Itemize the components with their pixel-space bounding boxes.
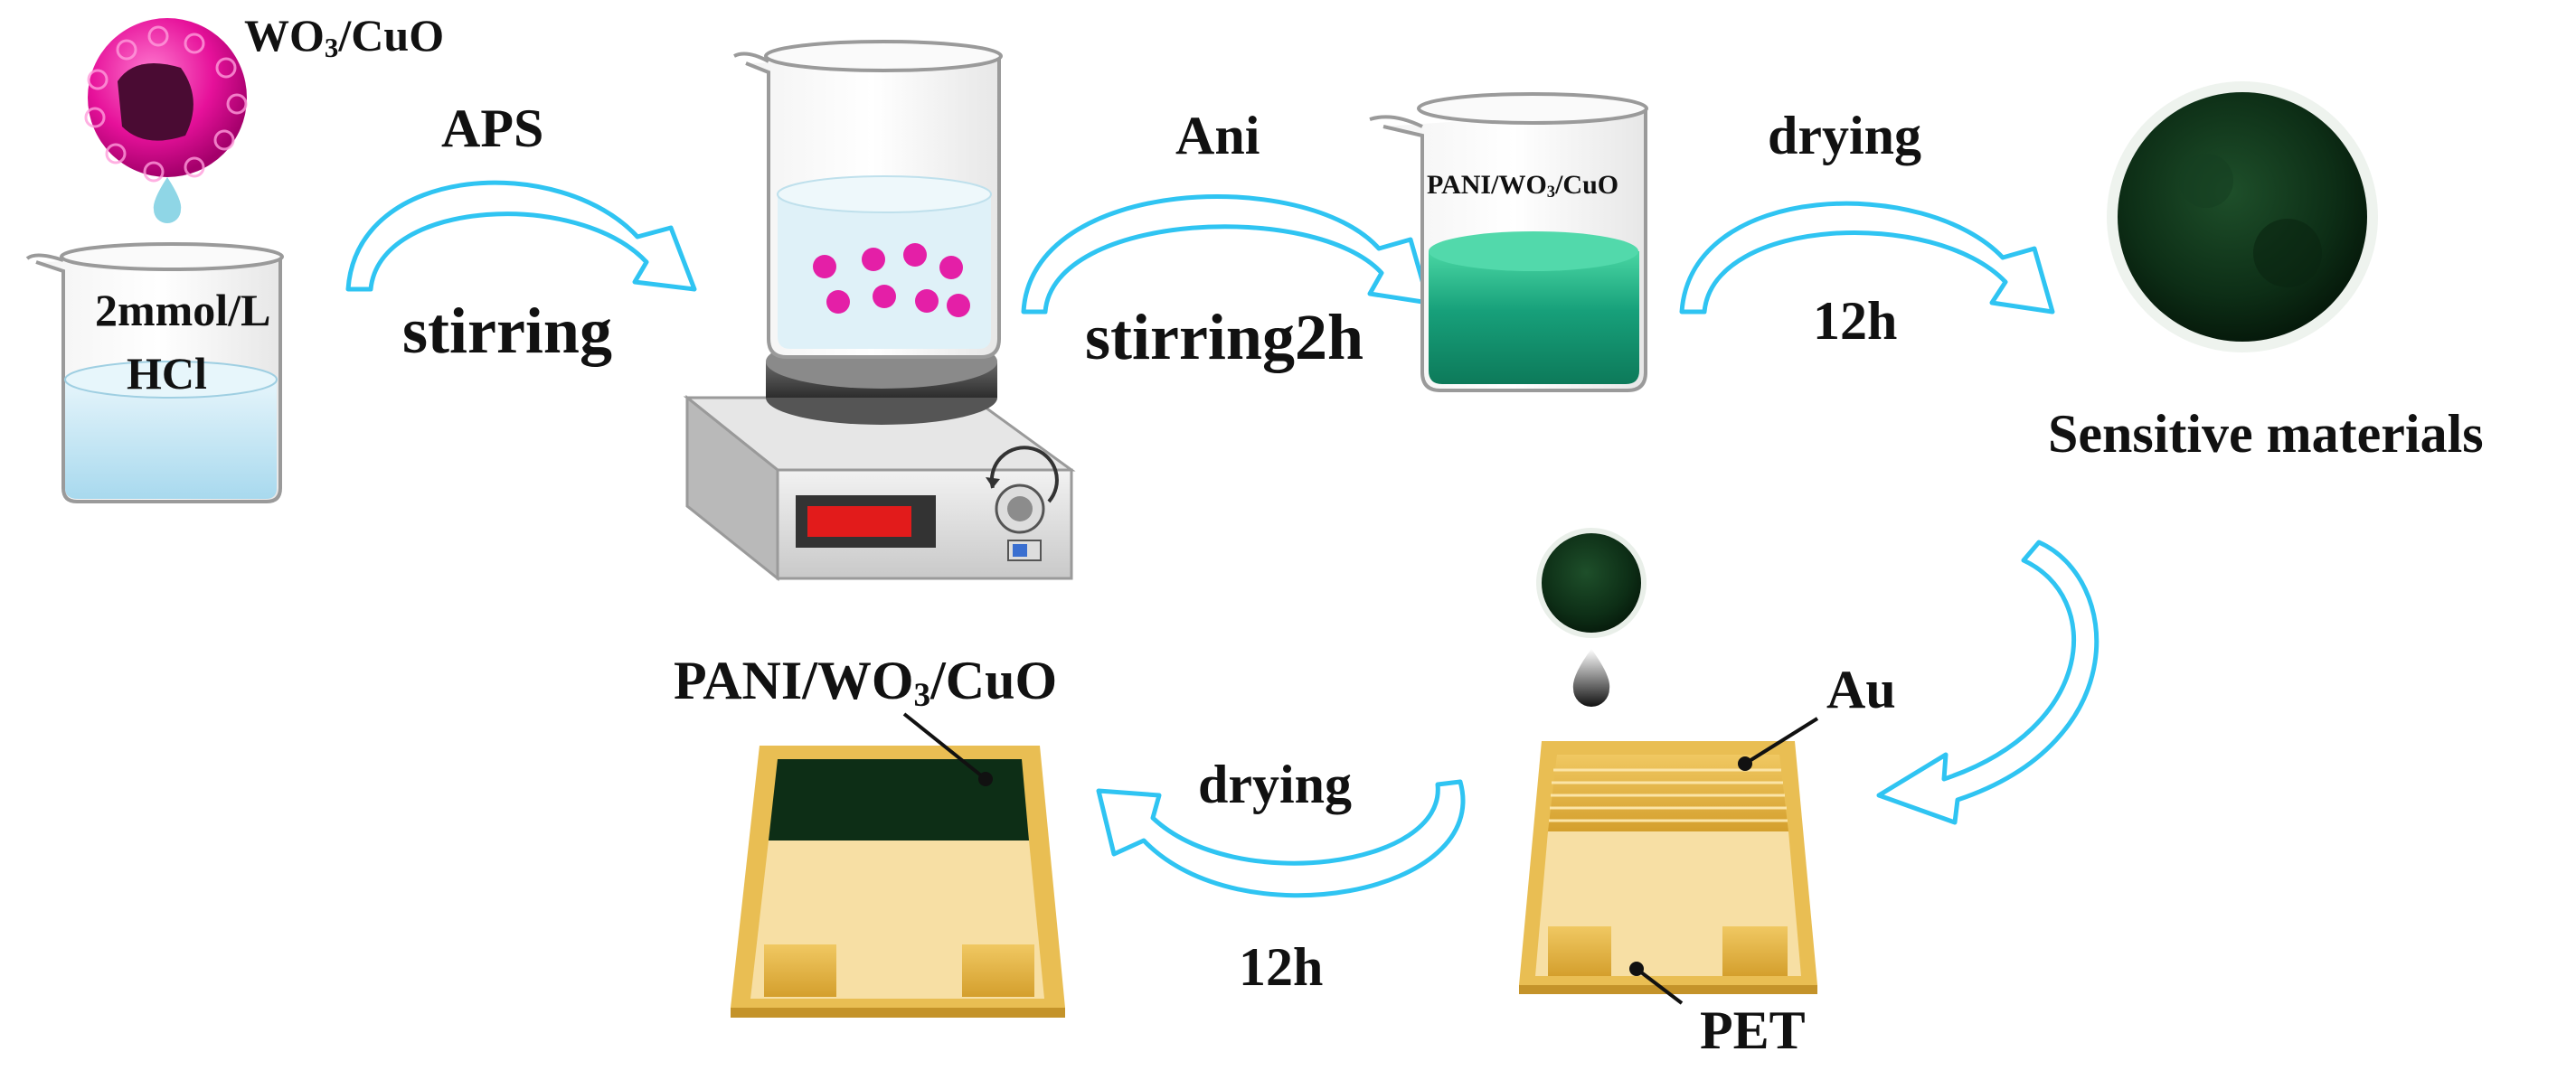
au-pointer <box>1743 717 1819 765</box>
hcl-label: HCl <box>127 348 207 399</box>
film-label-sub: 3 <box>913 677 931 715</box>
au-label: Au <box>1826 660 1896 719</box>
curved-arrow-icon <box>1021 193 1431 315</box>
beaker-label-sub: 3 <box>1546 183 1556 202</box>
hcl-concentration-label: 2mmol/L <box>95 285 271 335</box>
film-label-post: /CuO <box>930 651 1058 710</box>
pet-label: PET <box>1700 1000 1806 1060</box>
hcl-beaker-icon <box>25 242 284 503</box>
powder-dish-icon <box>2107 81 2378 352</box>
wo3-cuo-sub: 3 <box>324 31 339 63</box>
aps-label: APS <box>441 99 544 158</box>
pani-beaker-icon <box>1369 92 1648 392</box>
wo3-cuo-pre: WO <box>244 10 325 61</box>
time-top-label: 12h <box>1813 291 1898 351</box>
ani-label: Ani <box>1175 106 1260 165</box>
beaker-label-post: /CuO <box>1555 170 1619 200</box>
ink-droplet-icon <box>1572 649 1610 707</box>
beaker-label-pre: PANI/WO <box>1427 170 1547 200</box>
film-label: PANI/WO3/CuO <box>674 653 1057 712</box>
pet-pointer <box>1635 967 1684 1005</box>
powder-drop-icon <box>1536 528 1647 638</box>
coated-electrode-icon <box>731 746 1065 1018</box>
film-label-pre: PANI/WO <box>674 651 914 710</box>
curved-arrow-icon <box>1679 201 2055 315</box>
droplet-icon <box>153 177 182 223</box>
pani-beaker-label: PANI/WO3/CuO <box>1427 172 1618 202</box>
stirring-label: stirring <box>402 295 612 367</box>
curved-arrow-icon <box>345 180 697 292</box>
drying-bottom-label: drying <box>1198 755 1353 814</box>
drying-top-label: drying <box>1768 106 1922 165</box>
wo3-cuo-post: /CuO <box>338 10 445 61</box>
film-pointer <box>902 712 987 781</box>
sensitive-materials-label: Sensitive materials <box>2048 404 2484 464</box>
curved-arrow-icon <box>1876 540 2099 825</box>
wo3-cuo-nanosphere-icon <box>84 18 248 183</box>
time-bottom-label: 12h <box>1239 937 1324 997</box>
curved-arrow-icon <box>1096 779 1466 898</box>
stirring-2h-label: stirring2h <box>1085 301 1364 373</box>
magnetic-stirrer-icon <box>683 334 1076 582</box>
wo3-cuo-label: WO3/CuO <box>244 13 444 61</box>
interdigital-electrode-icon <box>1519 741 1817 994</box>
reaction-beaker-icon <box>733 40 1003 359</box>
